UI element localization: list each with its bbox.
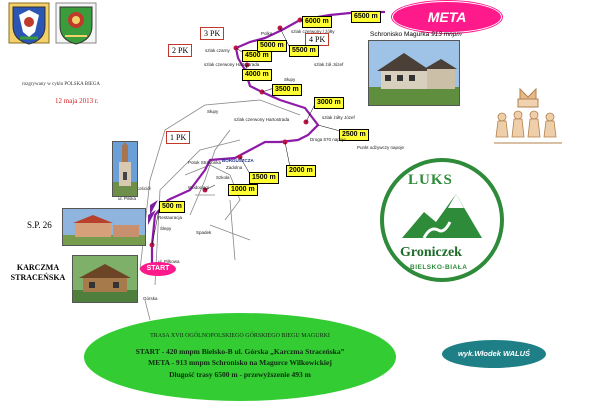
note-slepy: Ślepy	[160, 226, 172, 231]
coat-of-arms-left	[8, 2, 50, 46]
note-black-trail: szlak czarny	[205, 48, 230, 53]
schronisko-photo	[368, 40, 460, 106]
note-yellow-jozef-2: szlak żółty Józef	[322, 115, 355, 120]
note-water: Punkt odżywczy napoje	[357, 145, 405, 150]
logo-groniczek: Groniczek	[400, 245, 462, 260]
road-network	[139, 99, 301, 321]
note-potok: Potok Straconka	[188, 160, 222, 165]
note-polka: Polka	[261, 31, 273, 36]
note-wodociagi: Wodociągi	[188, 185, 209, 190]
label-karczma-line1: KARCZMA	[16, 263, 60, 272]
finish-label: META	[427, 9, 467, 25]
distance-5000: 5000 m	[257, 40, 287, 52]
distance-500: 500 m	[159, 201, 185, 213]
note-droga: Droga 570 napoje	[310, 137, 346, 142]
finish-banner: META	[392, 1, 502, 33]
logo-luks: LUKS	[408, 172, 453, 188]
distance-1000: 1000 m	[228, 184, 258, 196]
note-ul-start: Górska	[143, 296, 158, 301]
checkpoint-2: 2 PK	[168, 44, 193, 57]
label-karczma-line2: STRACEŃSKA	[10, 273, 66, 282]
distance-1500: 1500 m	[249, 172, 279, 184]
distance-4500: 4500 m	[242, 50, 272, 62]
note-kosciol: Kościół	[136, 186, 151, 191]
checkpoint-3: 3 PK	[200, 27, 225, 40]
note-ul-pilkowa: ul. Pilkowa	[158, 259, 180, 264]
distance-2000: 2000 m	[286, 165, 316, 177]
note-borguszka: BORGUSZCZA	[222, 158, 254, 163]
label-sp26: S.P. 26	[27, 220, 52, 230]
distance-3500: 3500 m	[272, 84, 302, 96]
distance-2500: 2500 m	[339, 129, 369, 141]
distance-5500: 5500 m	[289, 45, 319, 57]
author-badge: wyk.Włodek WALUŚ	[442, 340, 546, 368]
note-zadolna: Zadolna	[226, 165, 243, 170]
schronisko-label: Schronisko Magurka 913 mnpm	[370, 31, 462, 38]
distance-6000: 6000 m	[302, 16, 332, 28]
distance-3000: 3000 m	[314, 97, 344, 109]
schronisko-name: Schronisko Magurka	[370, 31, 430, 38]
note-red-trail-lower: szlak czerwony Hartostrada	[234, 117, 290, 122]
info-line2: START - 420 mnpm Bielsko-B ul. Górska „K…	[135, 347, 345, 356]
church-photo	[112, 141, 138, 197]
label-karczma: KARCZMA STRACEŃSKA	[4, 263, 72, 283]
school-photo	[62, 208, 146, 246]
race-route	[150, 10, 385, 270]
logo-city: BIELSKO-BIAŁA	[410, 264, 468, 271]
distance-6500: 6500 m	[351, 11, 381, 23]
checkpoint-1: 1 PK	[166, 131, 191, 144]
coat-of-arms-right	[55, 2, 97, 46]
karczma-photo	[72, 255, 138, 303]
info-box: TRASA XVII OGÓLNOPOLSKIEGO GÓRSKIEGO BIE…	[84, 313, 396, 401]
author-label: wyk.Włodek WALUŚ	[457, 349, 531, 358]
runners-illustration	[490, 85, 566, 153]
club-logo	[378, 156, 506, 284]
series-note: rozgrywany w cyklu POLSKA BIEGA	[22, 82, 101, 87]
start-label: START	[146, 265, 170, 272]
note-pink-trail-upper: szlak czerwony / żółty	[291, 29, 335, 34]
schronisko-altitude: 913 mnpm	[431, 31, 462, 38]
note-yellow-jozef-1: szlak żół Józef	[314, 62, 344, 67]
info-line4: Długość trasy 6500 m - przewyższenie 493…	[169, 370, 311, 379]
start-badge: START	[140, 262, 176, 276]
note-slopy-1: Słupy	[284, 77, 296, 82]
info-line1: TRASA XVII OGÓLNOPOLSKIEGO GÓRSKIEGO BIE…	[150, 333, 330, 339]
note-spadek: Spadek	[196, 230, 212, 235]
event-date: 12 maja 2013 r.	[55, 97, 99, 105]
distance-4000: 4000 m	[242, 69, 272, 81]
note-red-hartostrada: szlak czerwony Hartostrada	[204, 62, 260, 67]
note-slopy-2: Słupy	[207, 109, 219, 114]
note-szkola: Szkoła	[216, 175, 230, 180]
checkpoint-4: 4 PK	[305, 33, 330, 46]
note-ul-pilska: ul. Pilska	[118, 196, 137, 201]
info-line3: META - 913 mnpm Schronisko na Magurce Wi…	[148, 358, 332, 367]
note-restauracja: Restauracja	[158, 215, 183, 220]
